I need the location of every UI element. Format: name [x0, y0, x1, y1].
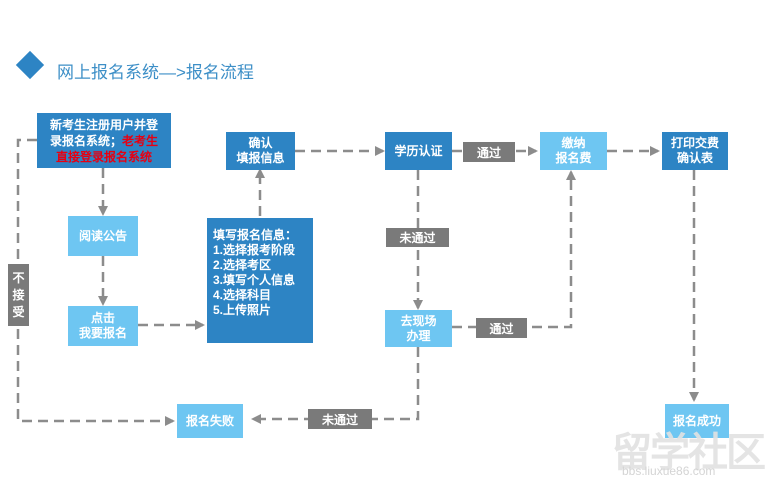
print-form-node: 打印交费 确认表 [662, 132, 728, 170]
not-accepted-label: 不 接 受 [8, 264, 29, 326]
fill-info-node: 填写报名信息： 1.选择报考阶段 2.选择考区 3.填写个人信息 4.选择科目 … [207, 218, 313, 343]
register-line1: 新考生注册用户并登 [49, 117, 158, 132]
fill-info-item: 5.上传照片 [213, 303, 272, 317]
pass-label-bottom: 通过 [476, 318, 527, 338]
watermark-logo: 留学社区 [612, 431, 766, 475]
fail-label-middle: 未通过 [386, 228, 449, 247]
register-line2: 录报名系统； [49, 133, 122, 148]
register-node: 新考生注册用户并登 录报名系统；老考生 直接登录报名系统 [37, 113, 171, 168]
fill-info-item: 4.选择科目 [213, 288, 272, 302]
register-line2-highlight: 老考生 [122, 133, 159, 148]
success-node: 报名成功 [665, 404, 729, 438]
fail-label-bottom: 未通过 [308, 409, 372, 429]
fill-info-item: 2.选择考区 [213, 258, 272, 272]
pay-fee-node: 缴纳 报名费 [540, 132, 607, 170]
fill-info-heading: 填写报名信息： [213, 228, 298, 242]
read-notice-node: 阅读公告 [68, 216, 138, 256]
pass-label-top: 通过 [463, 142, 515, 162]
fill-info-item: 1.选择报考阶段 [213, 243, 296, 257]
page-title: 网上报名系统—>报名流程 [57, 63, 254, 82]
click-apply-node: 点击 我要报名 [68, 306, 138, 346]
confirm-info-node: 确认 填报信息 [226, 132, 295, 170]
onsite-node: 去现场 办理 [385, 310, 452, 347]
register-line3-highlight: 直接登录报名系统 [55, 149, 152, 164]
fill-info-item: 3.填写个人信息 [213, 273, 296, 287]
watermark-url: bbs.liuxue86.com [622, 464, 716, 478]
fail-node: 报名失败 [177, 404, 243, 438]
edge-register-to-fail [16, 138, 175, 426]
edge-onsite-to-pay [452, 170, 576, 329]
edu-verify-node: 学历认证 [385, 132, 452, 170]
